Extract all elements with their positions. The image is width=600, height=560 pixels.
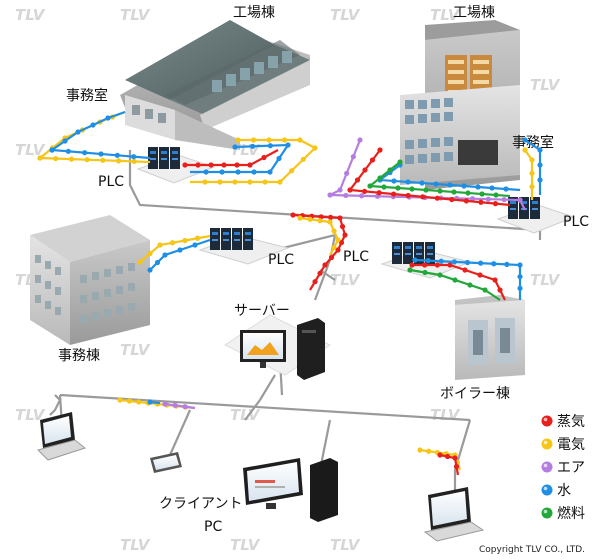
plc-cabinet xyxy=(136,147,216,184)
label-office-building: 事務棟 xyxy=(58,348,100,364)
watermark-text: TLV xyxy=(230,536,261,554)
utility-line xyxy=(412,257,523,300)
client-desktop xyxy=(243,458,338,522)
legend-item: エア xyxy=(541,460,585,476)
client-laptop-left xyxy=(37,412,87,461)
utility-line xyxy=(147,238,211,273)
legend-label: 蒸気 xyxy=(557,414,585,430)
label-server: サーバー xyxy=(234,303,290,319)
legend-swatch xyxy=(541,438,553,450)
label-factory-left: 工場棟 xyxy=(233,5,275,21)
label-boiler: ボイラー棟 xyxy=(440,386,510,402)
legend-swatch xyxy=(541,484,553,496)
legend-swatch xyxy=(541,507,553,519)
watermark-text: TLV xyxy=(530,271,561,289)
utility-line xyxy=(367,159,511,198)
factory-building-left xyxy=(120,20,310,150)
utility-line xyxy=(190,142,291,175)
client-laptop-right xyxy=(423,487,485,542)
watermark-text: TLV xyxy=(15,6,46,24)
watermark-text: TLV xyxy=(15,406,46,424)
utility-line xyxy=(137,234,211,265)
watermark-text: TLV xyxy=(430,406,461,424)
watermark-text: TLV xyxy=(120,6,151,24)
watermark-text: TLV xyxy=(230,406,261,424)
boiler-building xyxy=(455,295,525,380)
legend-label: エア xyxy=(557,460,585,476)
legend-label: 電気 xyxy=(557,437,585,453)
utility-line xyxy=(37,155,151,165)
label-office-room-right: 事務室 xyxy=(512,134,554,151)
factory-building-right xyxy=(400,20,520,190)
utility-line xyxy=(327,137,526,211)
utility-lines xyxy=(37,110,543,476)
legend-swatch xyxy=(541,415,553,427)
label-client-line1: クライアント xyxy=(159,496,242,512)
utility-line xyxy=(49,147,151,160)
legend-swatch xyxy=(541,461,553,473)
watermark-text: TLV xyxy=(120,341,151,359)
utility-line xyxy=(407,267,501,301)
copyright: Copyright TLV CO., LTD. xyxy=(479,545,585,555)
watermark-text: TLV xyxy=(530,76,561,94)
label-plc-center: PLC xyxy=(343,249,369,265)
watermark-text: TLV xyxy=(330,6,361,24)
label-client-line2: PC xyxy=(204,519,222,535)
label-plc-left-top: PLC xyxy=(98,174,124,190)
watermark-text: TLV xyxy=(120,536,151,554)
plc-cabinet xyxy=(198,228,290,265)
utility-line xyxy=(147,399,161,405)
server-workstation xyxy=(224,314,331,380)
utility-line xyxy=(297,215,341,256)
legend-label: 燃料 xyxy=(557,505,585,522)
client-tablet xyxy=(150,452,182,473)
watermark-text: TLV xyxy=(330,271,361,289)
office-building xyxy=(30,215,150,345)
label-factory-right: 工場棟 xyxy=(453,5,495,21)
plc-units xyxy=(136,147,576,279)
legend-item: 燃料 xyxy=(541,505,585,522)
label-plc-right: PLC xyxy=(563,214,589,230)
legend-item: 蒸気 xyxy=(541,414,585,430)
utility-line xyxy=(182,149,279,168)
watermark-text: TLV xyxy=(15,141,46,159)
legend-item: 電気 xyxy=(541,437,585,453)
utility-line xyxy=(347,147,511,207)
utility-line xyxy=(162,401,196,410)
utility-line xyxy=(522,137,543,195)
label-plc-middle: PLC xyxy=(268,252,294,268)
utility-line xyxy=(290,212,348,291)
utility-line xyxy=(409,262,506,301)
watermark-text: TLV xyxy=(330,536,361,554)
utility-line xyxy=(522,147,535,200)
legend-item: 水 xyxy=(541,483,571,499)
utility-line xyxy=(437,452,460,476)
legend-label: 水 xyxy=(557,483,571,499)
watermark-text: TLV xyxy=(430,6,461,24)
utility-line xyxy=(190,137,318,185)
label-office-room-left: 事務室 xyxy=(66,87,108,104)
